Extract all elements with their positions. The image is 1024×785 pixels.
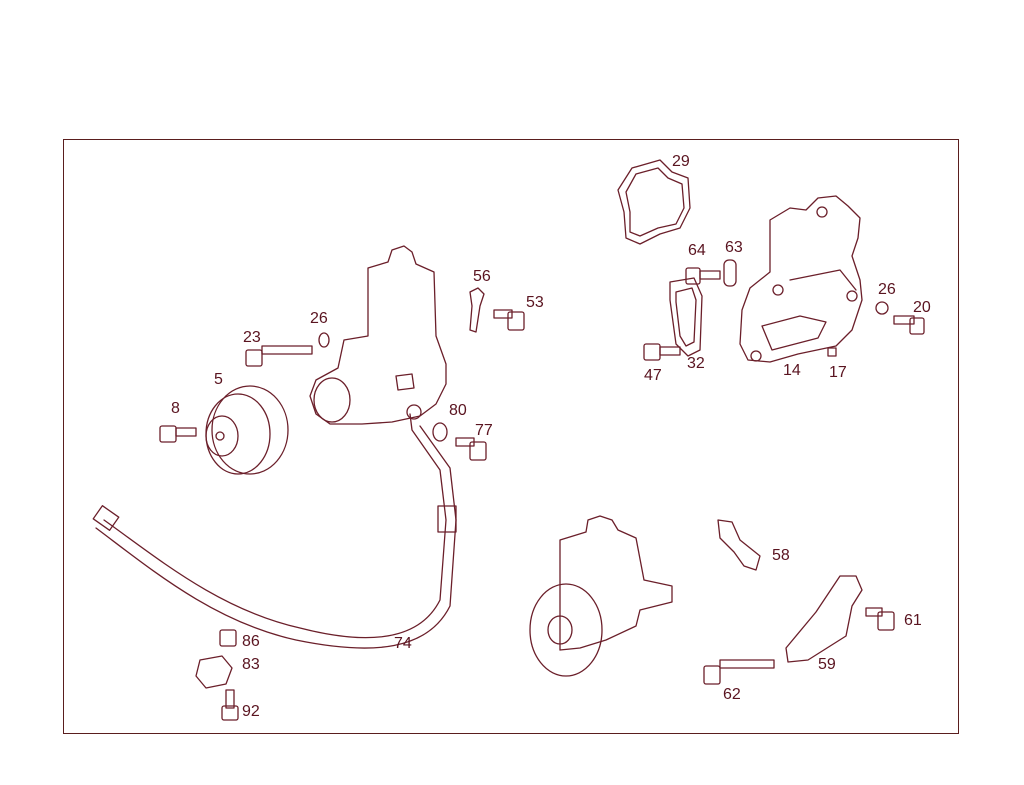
callout-26-left: 26 bbox=[310, 310, 328, 327]
gasket-32 bbox=[669, 277, 703, 357]
callout-80: 80 bbox=[449, 402, 467, 419]
callout-26-right: 26 bbox=[878, 281, 896, 298]
steering-pump-upper bbox=[309, 245, 447, 425]
washer-26-left bbox=[318, 332, 330, 348]
callout-5: 5 bbox=[214, 371, 223, 388]
steering-pump-lower bbox=[529, 515, 673, 677]
callout-83: 83 bbox=[242, 656, 260, 673]
callout-17: 17 bbox=[829, 364, 847, 381]
bolt-77 bbox=[455, 437, 487, 461]
callout-8: 8 bbox=[171, 400, 180, 417]
pulley-5 bbox=[205, 385, 289, 475]
callout-56: 56 bbox=[473, 268, 491, 285]
bracket-59 bbox=[785, 575, 863, 663]
callout-63: 63 bbox=[725, 239, 743, 256]
callout-23: 23 bbox=[243, 329, 261, 346]
sleeve-86 bbox=[219, 629, 237, 647]
callout-64: 64 bbox=[688, 242, 706, 259]
clamp-83 bbox=[195, 655, 233, 689]
clip-56 bbox=[469, 287, 485, 333]
callout-32: 32 bbox=[687, 355, 705, 372]
callout-61: 61 bbox=[904, 612, 922, 629]
callout-47: 47 bbox=[644, 367, 662, 384]
bolt-64 bbox=[685, 267, 721, 285]
callout-92: 92 bbox=[242, 703, 260, 720]
bolt-47 bbox=[643, 343, 681, 361]
bolt-23 bbox=[245, 345, 313, 367]
callout-74: 74 bbox=[394, 635, 412, 652]
callout-53: 53 bbox=[526, 294, 544, 311]
callout-77: 77 bbox=[475, 422, 493, 439]
callout-86: 86 bbox=[242, 633, 260, 650]
pin-17 bbox=[827, 347, 837, 357]
bolt-20 bbox=[893, 315, 925, 335]
callout-14: 14 bbox=[783, 362, 801, 379]
bolt-92 bbox=[221, 689, 239, 721]
bolt-53 bbox=[493, 309, 525, 331]
callout-58: 58 bbox=[772, 547, 790, 564]
bracket-58 bbox=[717, 519, 761, 571]
bolt-61 bbox=[865, 607, 895, 631]
bolt-62 bbox=[703, 659, 775, 685]
washer-80 bbox=[432, 422, 448, 442]
callout-59: 59 bbox=[818, 656, 836, 673]
bracket-14 bbox=[739, 195, 863, 363]
washer-26-right bbox=[875, 301, 889, 315]
clip-63 bbox=[723, 259, 737, 287]
hose-74 bbox=[92, 404, 457, 649]
callout-20: 20 bbox=[913, 299, 931, 316]
callout-29: 29 bbox=[672, 153, 690, 170]
bolt-8 bbox=[159, 425, 197, 443]
callout-62: 62 bbox=[723, 686, 741, 703]
gasket-29 bbox=[617, 159, 691, 245]
diagram-frame bbox=[63, 139, 959, 734]
